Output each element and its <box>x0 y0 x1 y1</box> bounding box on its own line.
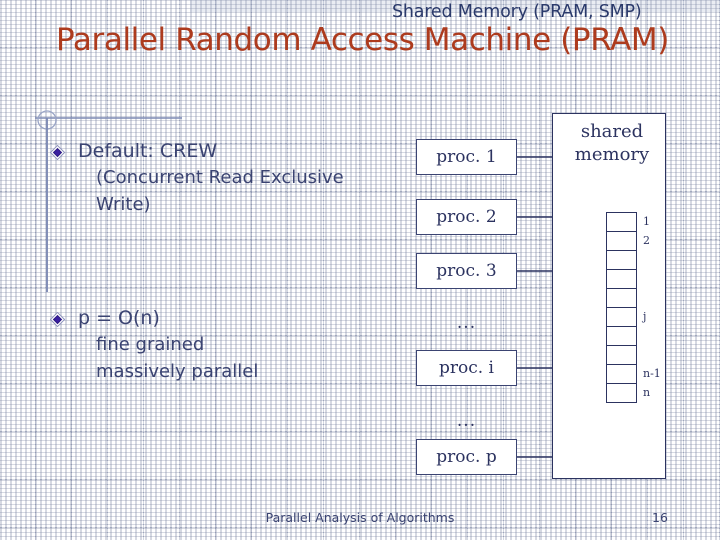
bullet-block-crew: Default: CREW (Concurrent Read Exclusive… <box>44 138 404 218</box>
memory-cell-label: n <box>643 386 651 399</box>
memory-cell-label: j <box>643 310 647 323</box>
bullet-block-processors: p = O(n) fine grained massively parallel <box>44 305 384 385</box>
memory-cell: n <box>607 384 650 403</box>
footer-page-number: 16 <box>652 510 668 525</box>
memory-cell: n-1 <box>607 365 661 384</box>
diamond-bullet-icon <box>50 145 65 160</box>
memory-cell <box>607 251 636 270</box>
memory-cell <box>607 327 636 346</box>
processor-ellipsis: ... <box>456 313 477 333</box>
bullet-subline: (Concurrent Read Exclusive <box>96 167 344 188</box>
processor-label: proc. 3 <box>436 261 497 281</box>
shared-memory-label-line2: memory <box>574 144 650 165</box>
bullet-text: p = O(n) <box>78 307 160 329</box>
memory-cell-column: 1 2 j n-1 n <box>606 212 661 403</box>
processor-box[interactable]: proc. i <box>416 350 517 386</box>
processor-ellipsis: ... <box>456 411 477 431</box>
diamond-bullet-icon <box>50 312 65 327</box>
memory-cell: j <box>607 308 646 327</box>
footer-title: Parallel Analysis of Algorithms <box>265 510 455 525</box>
shared-memory-label-line1: shared <box>580 121 644 142</box>
memory-cell <box>607 289 636 308</box>
bullet-subline: Write) <box>96 194 151 215</box>
processor-label: proc. 2 <box>436 207 497 227</box>
processor-box[interactable]: proc. 3 <box>416 253 517 289</box>
shared-memory-label: shared memory <box>552 120 672 166</box>
processor-box[interactable]: proc. 1 <box>416 139 517 175</box>
bullet-item: Default: CREW <box>44 138 404 164</box>
memory-cell <box>607 346 636 365</box>
slide-header-text: Shared Memory (PRAM, SMP) <box>392 2 642 22</box>
processor-label: proc. p <box>436 447 497 467</box>
memory-cell-label: 1 <box>643 215 650 228</box>
bullet-subline: fine grained <box>96 334 205 355</box>
processor-box[interactable]: proc. 2 <box>416 199 517 235</box>
memory-cell: 2 <box>607 232 650 251</box>
bullet-text: Default: CREW <box>78 140 218 162</box>
processor-label: proc. i <box>438 358 494 378</box>
memory-cell <box>607 270 636 289</box>
memory-cell: 1 <box>607 213 650 232</box>
memory-cell-label: 2 <box>643 234 650 247</box>
bullet-subline: massively parallel <box>96 361 259 382</box>
page-title: Parallel Random Access Machine (PRAM) <box>56 22 669 58</box>
processor-label: proc. 1 <box>436 147 497 167</box>
memory-cell-label: n-1 <box>643 367 661 380</box>
bullet-item: p = O(n) <box>44 305 384 331</box>
processor-box[interactable]: proc. p <box>416 439 517 475</box>
top-shaded-band <box>190 0 720 12</box>
